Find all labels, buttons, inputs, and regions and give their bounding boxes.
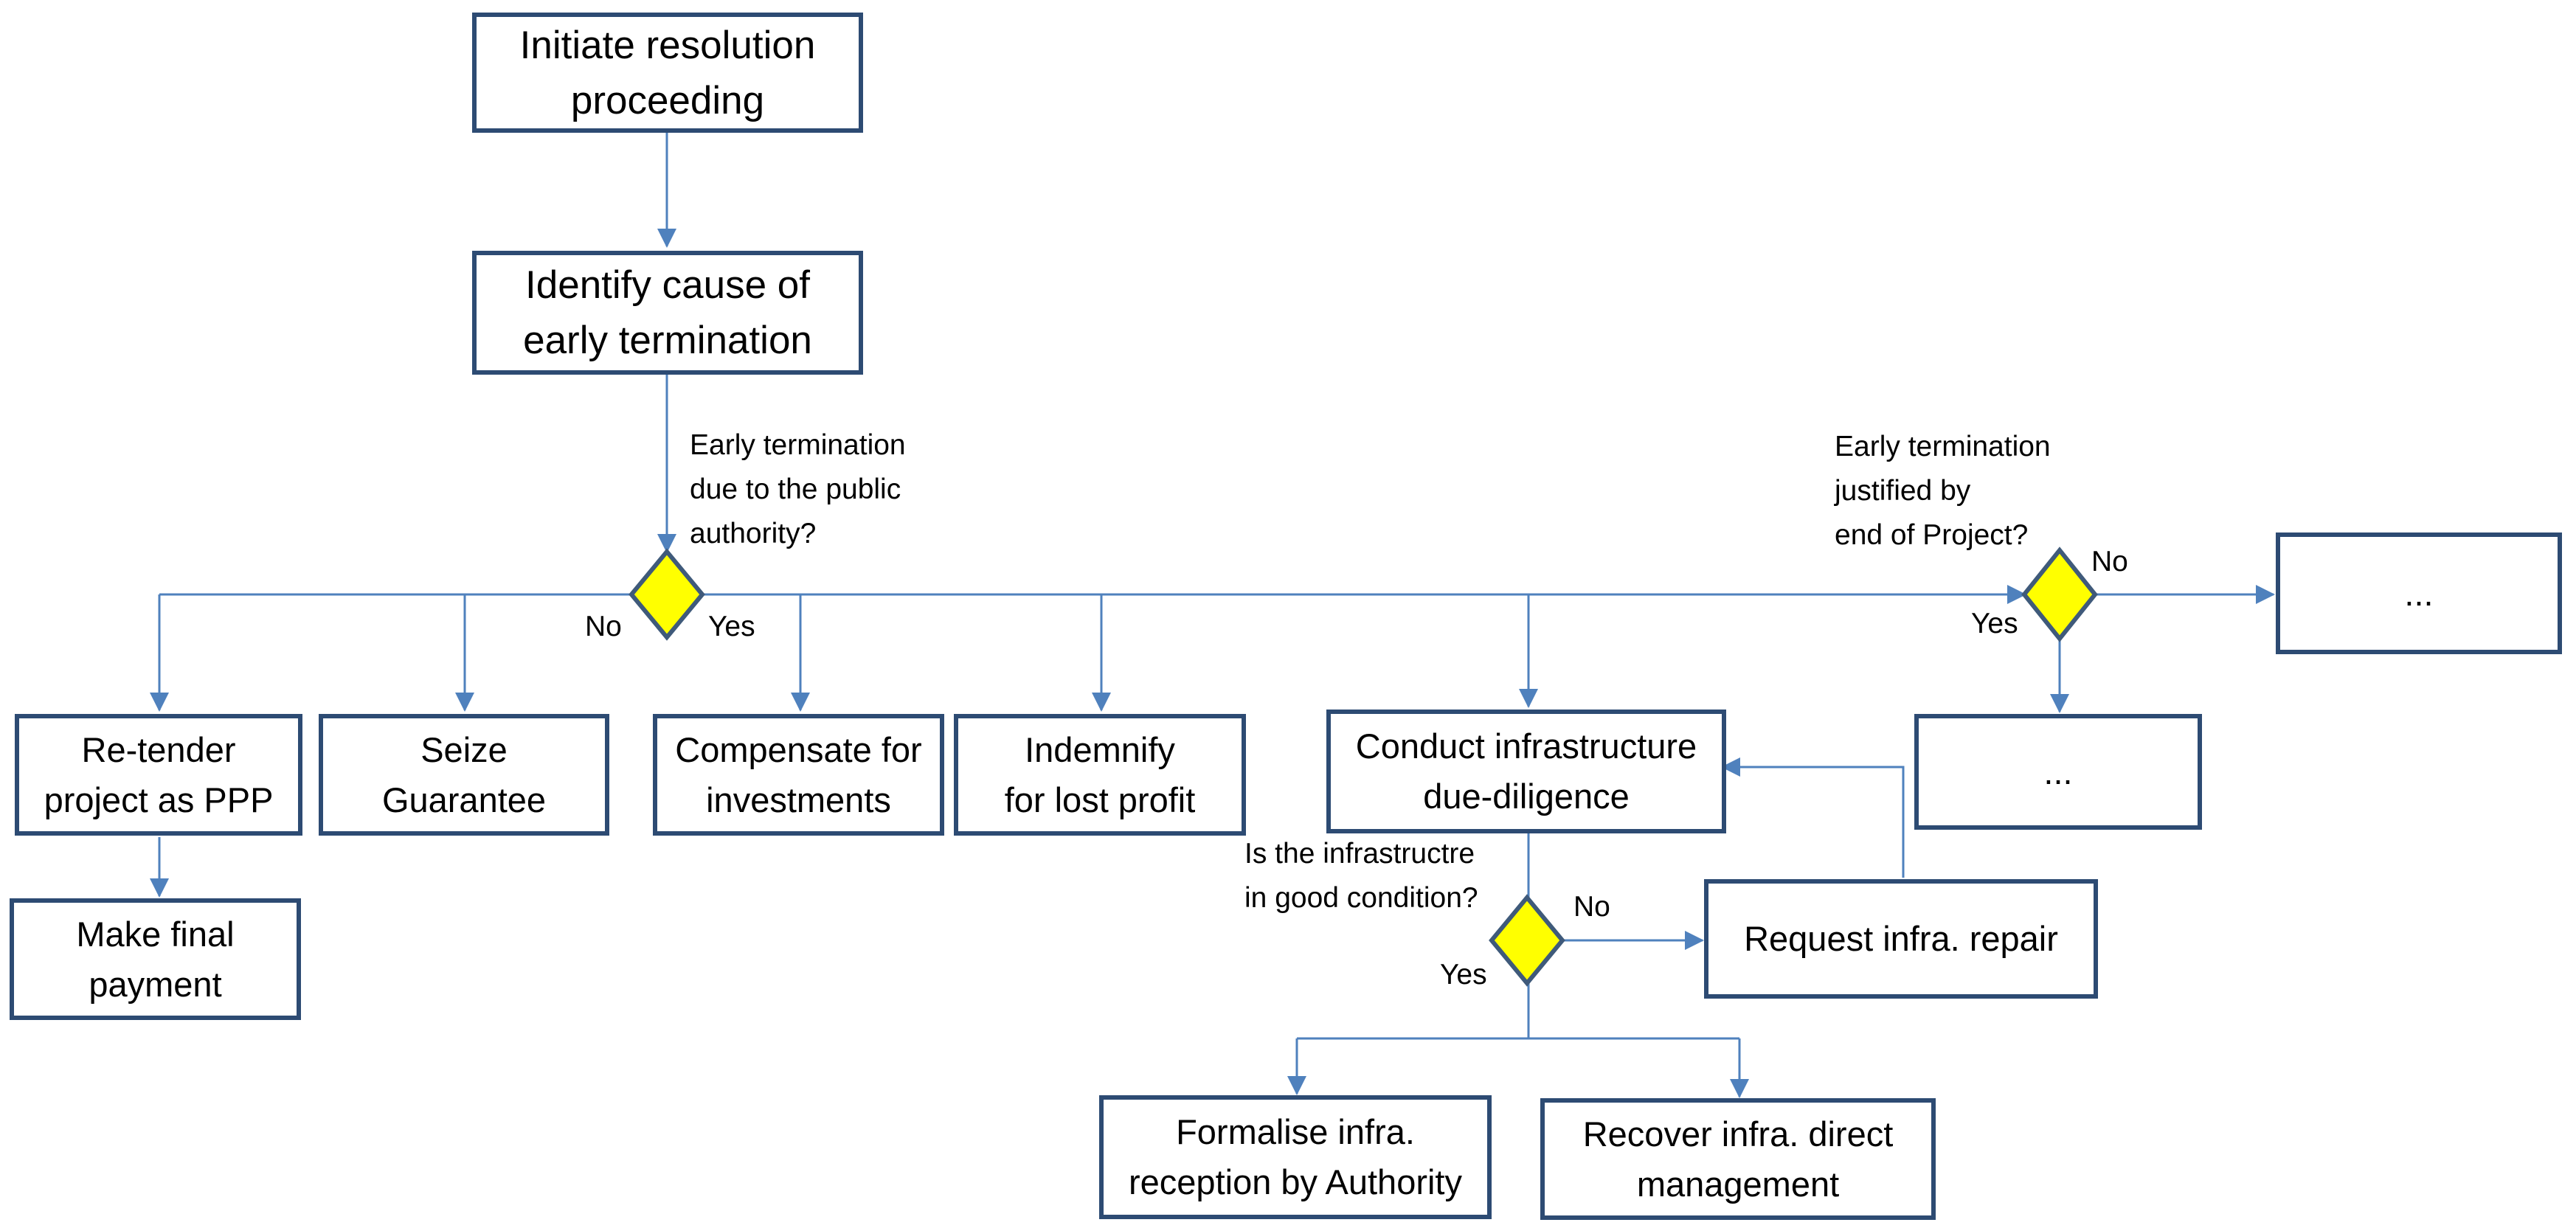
node-compensate-investments: Compensate for investments	[653, 714, 944, 836]
decision-end-of-project	[2021, 547, 2098, 642]
node-text: ...	[2043, 752, 2073, 791]
node-seize-guarantee: Seize Guarantee	[319, 714, 609, 836]
node-indemnify-lost-profit: Indemnify for lost profit	[954, 714, 1246, 836]
node-initiate-resolution: Initiate resolution proceeding	[472, 13, 863, 133]
question-line: Is the infrastructre	[1244, 838, 1475, 870]
node-text: investments	[706, 780, 891, 819]
node-recover-management: Recover infra. direct management	[1540, 1098, 1936, 1220]
node-text: ...	[2404, 573, 2434, 613]
question-line: justified by	[1835, 475, 1971, 507]
node-text: Indemnify	[1025, 729, 1175, 769]
question-line: Early termination	[690, 429, 906, 461]
question-line: Early termination	[1835, 431, 2051, 462]
node-text: Formalise infra.	[1176, 1112, 1415, 1151]
node-text: Guarantee	[381, 780, 547, 819]
node-identify-cause: Identify cause of early termination	[472, 251, 863, 375]
connector-repair-back	[1721, 757, 1905, 878]
node-retender-project: Re-tender project as PPP	[15, 714, 302, 836]
label-yes-good-condition: Yes	[1440, 959, 1487, 991]
node-text: Request infra. repair	[1744, 919, 2058, 958]
node-text: due-diligence	[1423, 777, 1630, 816]
node-conduct-due-diligence: Conduct infrastructure due-diligence	[1326, 710, 1726, 833]
node-text: Compensate for	[675, 729, 922, 769]
decision-public-authority	[629, 548, 705, 641]
node-text: Make final	[76, 914, 235, 954]
node-text: Initiate resolution	[519, 23, 816, 67]
node-text: project as PPP	[44, 780, 274, 819]
node-text: Re-tender	[81, 729, 236, 769]
node-text: early termination	[523, 319, 812, 362]
label-yes-end-of-project: Yes	[1971, 608, 2018, 639]
question-line: due to the public	[690, 473, 901, 505]
decision-good-condition	[1489, 894, 1565, 987]
node-text: management	[1636, 1164, 1840, 1204]
question-line: authority?	[690, 518, 817, 549]
question-line: in good condition?	[1244, 882, 1478, 914]
label-no-end-of-project: No	[2091, 546, 2128, 577]
node-ellipsis-below: ...	[1914, 714, 2202, 830]
node-text: proceeding	[570, 78, 765, 122]
question-line: end of Project?	[1835, 519, 2029, 551]
node-text: Seize	[420, 729, 508, 769]
node-make-final-payment: Make final payment	[10, 898, 301, 1020]
node-formalise-reception: Formalise infra. reception by Authority	[1099, 1095, 1492, 1219]
node-text: Conduct infrastructure	[1355, 726, 1697, 766]
node-text: for lost profit	[1004, 780, 1196, 819]
question-public-authority: Early termination due to the public auth…	[690, 423, 906, 556]
node-text: Identify cause of	[525, 263, 810, 307]
question-good-condition: Is the infrastructre in good condition?	[1244, 832, 1478, 920]
label-no-good-condition: No	[1573, 891, 1610, 923]
label-no-public-authority: No	[585, 611, 622, 642]
node-text: reception by Authority	[1129, 1162, 1462, 1201]
node-text: payment	[89, 964, 222, 1004]
question-end-of-project: Early termination justified by end of Pr…	[1835, 425, 2051, 558]
node-ellipsis-right: ...	[2276, 533, 2562, 654]
node-text: Recover infra. direct	[1582, 1114, 1894, 1154]
label-yes-public-authority: Yes	[708, 611, 755, 642]
node-request-repair: Request infra. repair	[1704, 879, 2098, 999]
